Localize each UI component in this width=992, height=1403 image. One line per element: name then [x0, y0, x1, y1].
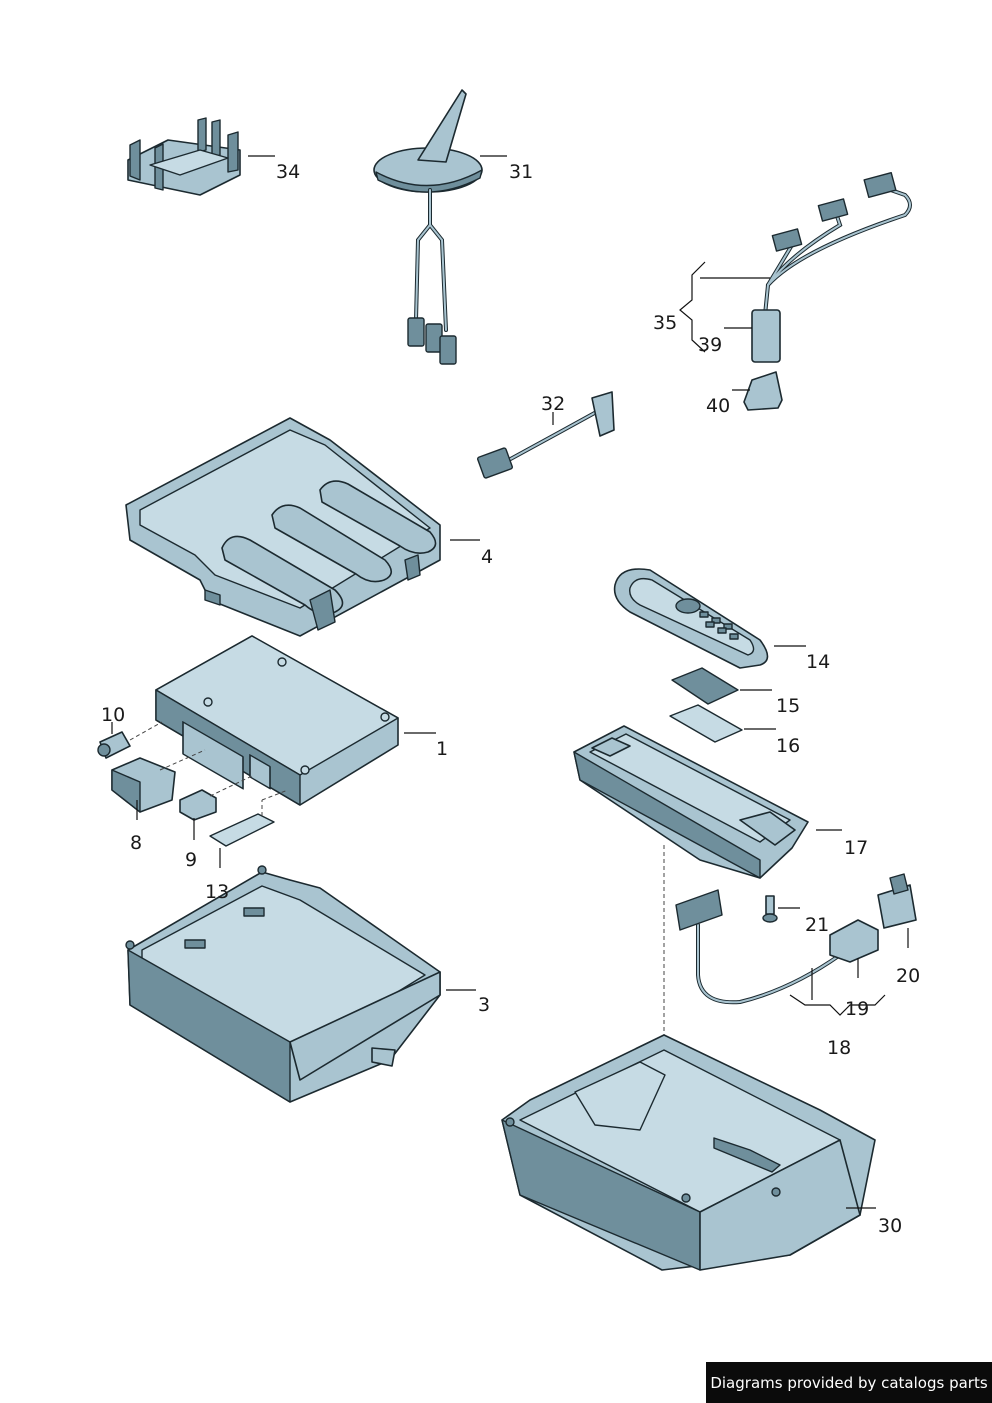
callout-18: 18 [827, 1037, 851, 1059]
callout-32: 32 [541, 393, 565, 415]
adapter-cable-part-32 [477, 391, 615, 479]
callout-21: 21 [805, 914, 829, 936]
control-unit-part-1 [155, 635, 436, 806]
connector-part-20 [877, 873, 917, 948]
card-part-15 [671, 667, 772, 705]
callout-31: 31 [509, 161, 533, 183]
base-housing-part-30 [501, 1034, 876, 1271]
callout-40: 40 [706, 395, 730, 417]
footer-credit-text: Diagrams provided by catalogs parts [710, 1373, 988, 1392]
callout-9: 9 [185, 849, 197, 871]
callout-34: 34 [276, 161, 300, 183]
connector-part-19 [811, 919, 879, 1000]
footer-credit-badge: Diagrams provided by catalogs parts [706, 1362, 992, 1403]
callout-8: 8 [130, 832, 142, 854]
callout-10: 10 [101, 704, 125, 726]
callout-13: 13 [205, 881, 229, 903]
wiring-harness-part-35 [679, 171, 912, 363]
callout-39: 39 [698, 334, 722, 356]
callout-20: 20 [896, 965, 920, 987]
card-part-16 [669, 704, 776, 743]
plug-part-10 [97, 721, 163, 759]
connector-housing-part-40 [732, 371, 783, 411]
callout-4: 4 [481, 546, 493, 568]
cable-part-18 [675, 889, 886, 1016]
callout-3: 3 [478, 994, 490, 1016]
callout-30: 30 [878, 1215, 902, 1237]
housing-part-3 [125, 865, 476, 1103]
connector-part-8 [111, 749, 206, 820]
remote-keypad [699, 611, 739, 640]
screw-part-21 [762, 895, 800, 923]
remote-control-part-14 [613, 568, 806, 669]
callout-14: 14 [806, 651, 830, 673]
callout-labels: 34 31 35 39 40 32 4 14 15 16 10 1 8 17 9… [101, 161, 920, 1237]
cover-tray-part-4 [125, 417, 480, 637]
callout-35: 35 [653, 312, 677, 334]
connector-part-9 [179, 775, 253, 840]
label-plate-part-13 [209, 789, 289, 868]
cradle-part-17 [573, 725, 842, 879]
bracket-part-34 [127, 117, 275, 196]
antenna-part-31 [373, 89, 507, 365]
callout-16: 16 [776, 735, 800, 757]
callout-1: 1 [436, 738, 448, 760]
callout-15: 15 [776, 695, 800, 717]
callout-19: 19 [845, 998, 869, 1020]
callout-17: 17 [844, 837, 868, 859]
